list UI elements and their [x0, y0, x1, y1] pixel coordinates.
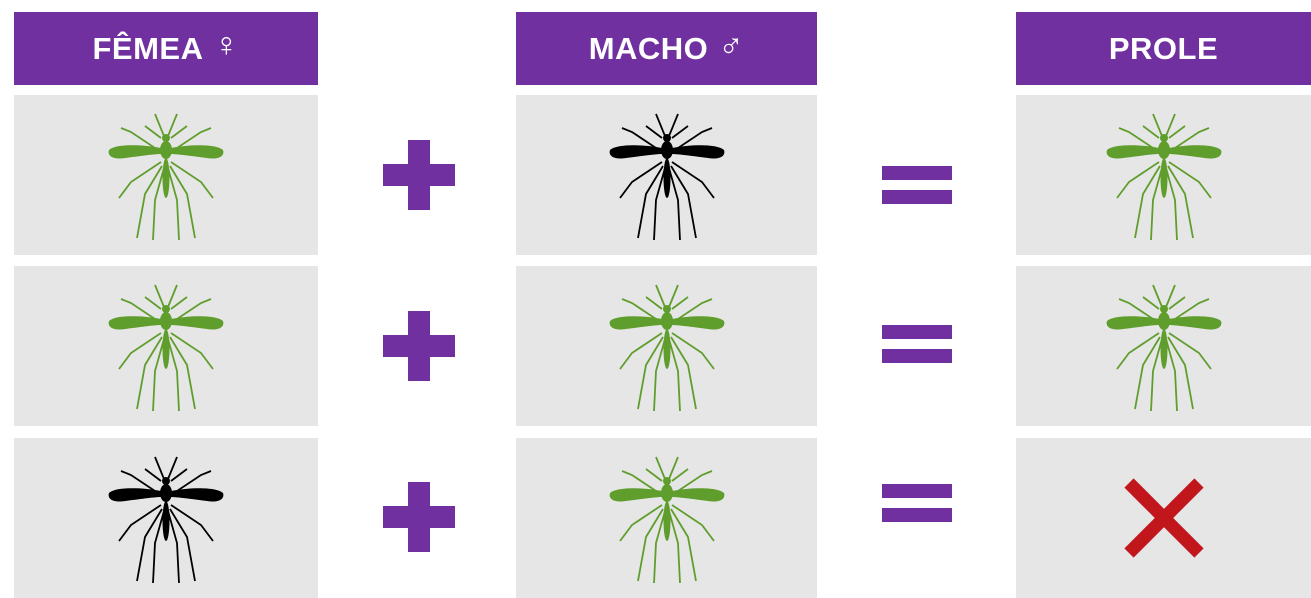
header-offspring: PROLE — [1016, 12, 1311, 85]
row1-female-cell — [14, 95, 318, 255]
row2-offspring-cell — [1016, 266, 1311, 426]
header-male: MACHO ♂ — [516, 12, 817, 85]
row2-female-cell — [14, 266, 318, 426]
row2-plus-icon — [378, 306, 458, 386]
row1-plus-icon — [378, 135, 458, 215]
green-mosquito-icon — [1105, 284, 1222, 412]
black-mosquito-icon — [608, 113, 725, 241]
green-mosquito-icon — [608, 284, 725, 412]
green-mosquito-icon — [608, 456, 725, 584]
row1-male-cell — [516, 95, 817, 255]
row3-male-cell — [516, 438, 817, 598]
row1-offspring-cell — [1016, 95, 1311, 255]
row3-equals-icon — [877, 466, 957, 546]
black-mosquito-icon — [107, 456, 225, 584]
row2-equals-icon — [877, 307, 957, 387]
green-mosquito-icon — [107, 113, 225, 241]
row3-offspring-cell — [1016, 438, 1311, 598]
row3-plus-icon — [378, 477, 458, 557]
header-male-label: MACHO — [588, 30, 709, 66]
row3-female-cell — [14, 438, 318, 598]
green-mosquito-icon — [1105, 113, 1222, 241]
row1-equals-icon — [877, 148, 957, 228]
green-mosquito-icon — [107, 284, 225, 412]
row2-male-cell — [516, 266, 817, 426]
x-icon — [1123, 478, 1204, 558]
header-female: FÊMEA ♀ — [14, 12, 318, 85]
female-symbol-icon: ♀ — [213, 26, 240, 64]
male-symbol-icon: ♂ — [718, 26, 745, 64]
header-female-label: FÊMEA — [92, 30, 204, 66]
header-offspring-label: PROLE — [1108, 30, 1219, 66]
